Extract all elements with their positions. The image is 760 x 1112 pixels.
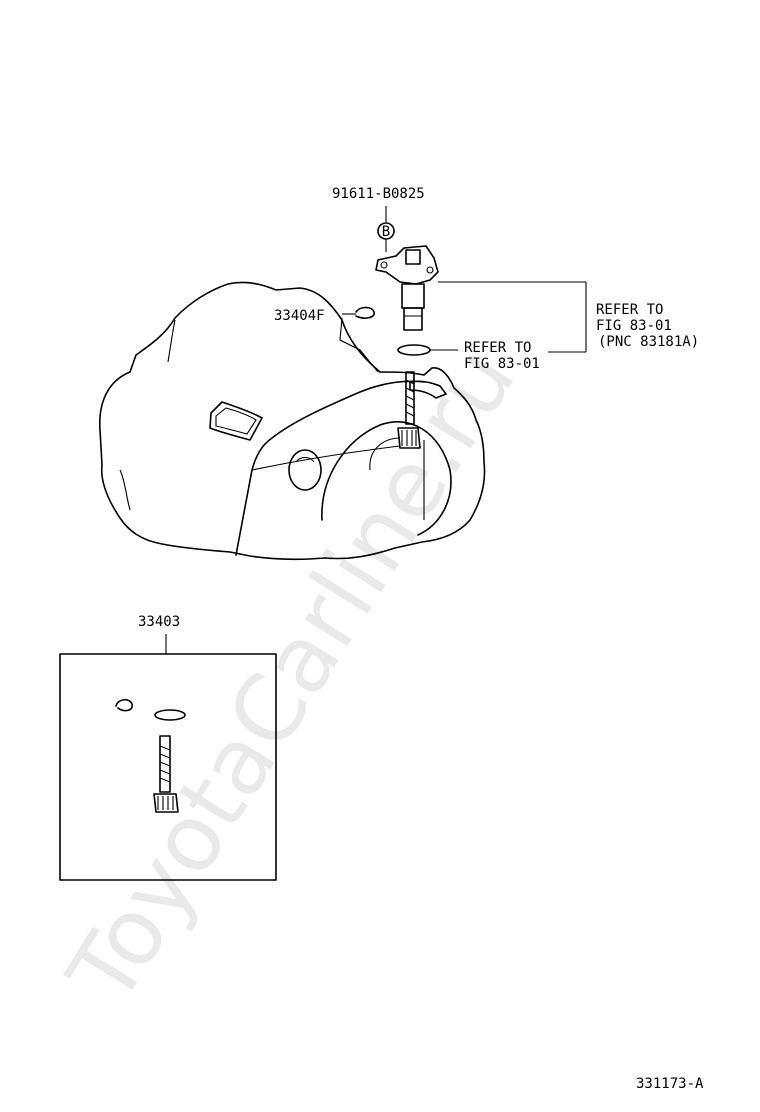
sensor-refer-line3: (PNC 83181A): [598, 334, 699, 350]
kit-driven-gear: [153, 735, 179, 813]
bolt-part-label: 91611-B0825: [332, 186, 425, 202]
sensor-refer-line2: FIG 83-01: [596, 318, 672, 334]
clip-leader-line: [339, 317, 379, 373]
o-ring: [397, 344, 431, 356]
kit-part-label: 33403: [138, 614, 180, 630]
oring-refer-line1: REFER TO: [464, 340, 531, 356]
clip-33404F: [342, 306, 375, 319]
driven-gear-shaft: [397, 371, 421, 449]
transmission-housing: [99, 281, 486, 561]
kit-o-ring: [154, 709, 186, 721]
sensor-refer-line1: REFER TO: [596, 302, 663, 318]
oring-refer-line2: FIG 83-01: [464, 356, 540, 372]
speed-sensor: [375, 245, 439, 331]
watermark: ToyotaCarline.ru: [47, 329, 536, 1022]
clip-part-label: 33404F: [274, 308, 325, 324]
kit-clip: [115, 698, 133, 712]
figure-id: 331173-A: [636, 1076, 704, 1092]
kit-box: [59, 653, 277, 881]
sensor-refer-bracket: [438, 281, 587, 353]
bolt-callout-letter: B: [382, 224, 390, 240]
